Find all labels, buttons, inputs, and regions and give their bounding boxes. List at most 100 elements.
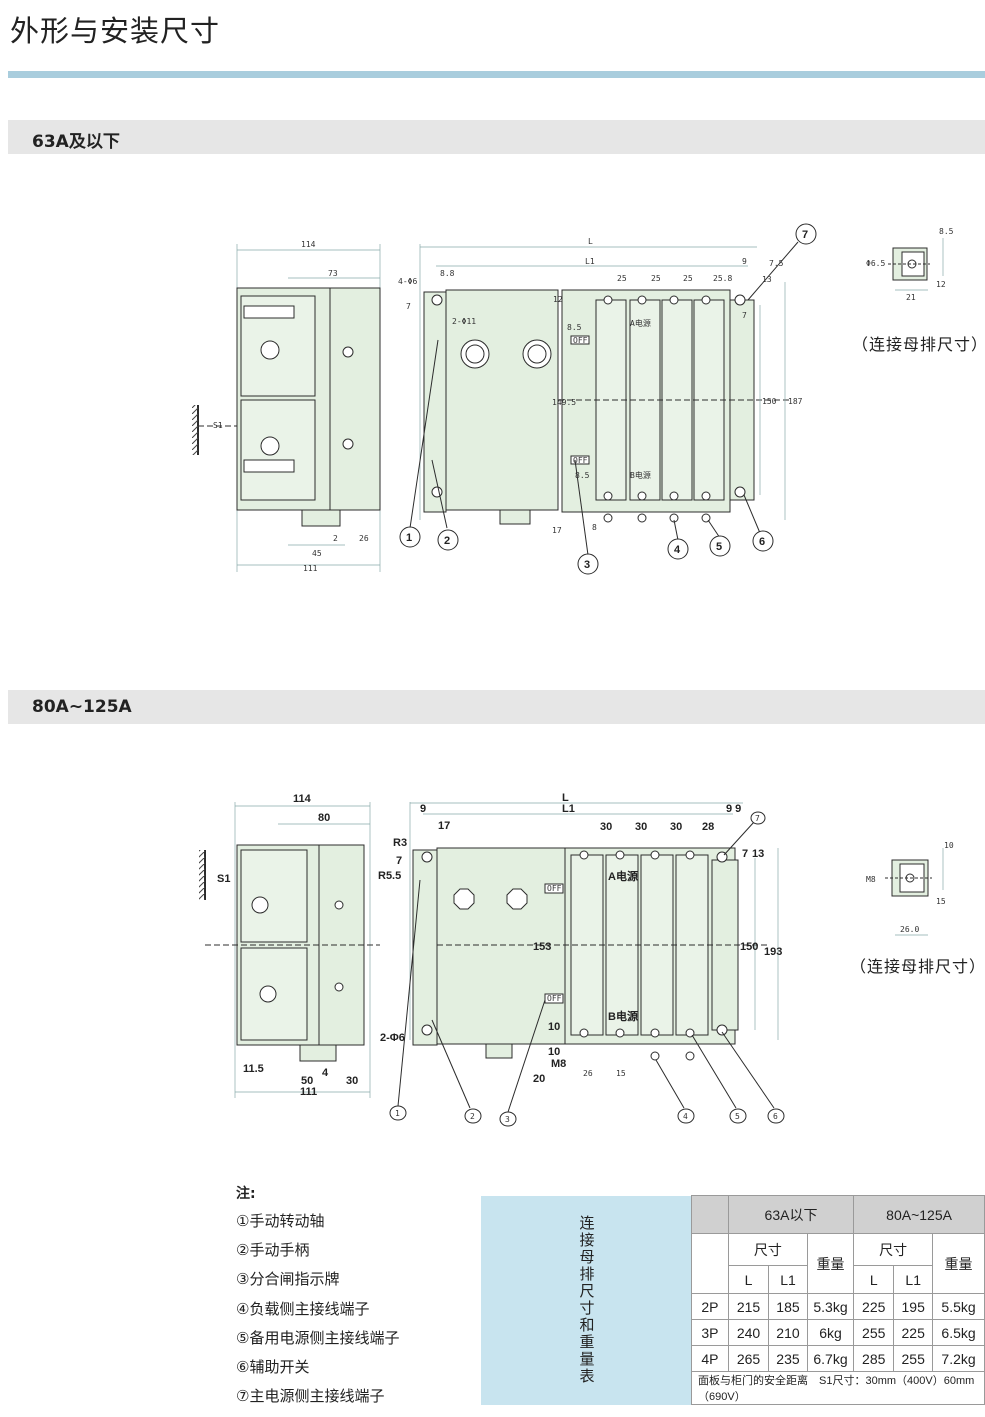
dim-80: 80 — [318, 812, 330, 824]
busbar-caption-2: （连接母排尺寸） — [850, 957, 985, 976]
table-footer: 面板与柜门的安全距离 S1尺寸：30mm（400V）60mm（690V） — [691, 1371, 985, 1405]
dim-10: 10 — [944, 841, 954, 850]
header-L: L — [853, 1265, 895, 1294]
dim-7: 7 — [742, 848, 748, 860]
dim-30: 30 — [635, 821, 647, 833]
dim-hole: 4-Φ6 — [398, 277, 417, 286]
dim-15: 15 — [616, 1069, 626, 1078]
label-off: OFF — [547, 884, 562, 893]
table-row: 4P 265 235 6.7kg 285 255 7.2kg — [481, 1345, 985, 1372]
dim-26.0: 26.0 — [900, 925, 919, 934]
dim-phi6.5: Φ6.5 — [866, 259, 885, 268]
drawing1-callouts — [399, 223, 817, 575]
dim-L: L — [562, 792, 569, 804]
dim-30: 30 — [346, 1075, 358, 1087]
dim-73: 73 — [328, 269, 338, 278]
callout-6: 6 — [759, 536, 765, 548]
callout-3: 3 — [505, 1115, 510, 1124]
dim-193: 193 — [764, 946, 782, 958]
dim-150: 150 — [740, 941, 758, 953]
dim-L: L — [588, 237, 593, 246]
dim-111: 111 — [300, 1086, 317, 1098]
dim-50: 50 — [301, 1075, 313, 1087]
header-size: 尺寸 — [853, 1233, 934, 1266]
callout-4: 4 — [674, 544, 681, 556]
page-title: 外形与安装尺寸 — [10, 14, 221, 48]
table-row: 3P 240 210 6kg 255 225 6.5kg — [481, 1319, 985, 1346]
dim-8.8: 8.8 — [440, 269, 455, 278]
dim-2: 2 — [333, 534, 338, 543]
drawing2-side-view — [199, 802, 380, 1098]
title-rule — [8, 71, 985, 78]
drawing2-busbar — [885, 848, 944, 936]
dim-114: 114 — [293, 793, 312, 805]
header-L1: L1 — [768, 1265, 808, 1294]
dim-15: 15 — [936, 897, 946, 906]
dim-8.5: 8.5 — [939, 227, 954, 236]
dim-r5.5: R5.5 — [378, 870, 401, 882]
notes-heading: 注: — [236, 1186, 256, 1202]
dim-13: 13 — [762, 275, 772, 284]
drawing1-front-view — [409, 241, 799, 556]
label-a-source: A电源 — [608, 869, 638, 883]
dim-hole: 2-Φ6 — [380, 1032, 405, 1044]
callout-4: 4 — [683, 1112, 688, 1121]
label-off: OFF — [573, 336, 588, 345]
dim-26: 26 — [359, 534, 369, 543]
header-L1: L1 — [893, 1265, 934, 1294]
note-item: ⑤备用电源侧主接线端子 — [236, 1328, 400, 1347]
dim-8: 8 — [592, 523, 597, 532]
callout-6: 6 — [773, 1112, 778, 1121]
section-title: 63A及以下 — [32, 132, 120, 152]
dim-s1: S1 — [213, 421, 223, 430]
dim-17: 17 — [438, 820, 450, 832]
dim-21: 21 — [906, 293, 916, 302]
dim-25: 25 — [617, 274, 627, 283]
header-weight: 重量 — [806, 1233, 855, 1294]
callout-3: 3 — [584, 559, 590, 571]
group-80-125a: 80A~125A — [853, 1195, 985, 1234]
dim-28: 28 — [702, 821, 714, 833]
dim-11.5: 11.5 — [243, 1063, 264, 1075]
dim-L1: L1 — [585, 257, 595, 266]
dim-r3: R3 — [393, 837, 407, 849]
note-item: ①手动转动轴 — [236, 1212, 325, 1230]
dim-114: 114 — [301, 240, 316, 249]
size-weight-table: 连接母排尺寸和重量表 63A以下 80A~125A 尺寸 重量 尺寸 重量 L … — [481, 1195, 985, 1405]
drawing2-front-view — [397, 802, 779, 1113]
note-item: ⑦主电源侧主接线端子 — [236, 1387, 385, 1406]
callout-5: 5 — [716, 541, 722, 553]
dim-s1: S1 — [217, 873, 230, 885]
dim-25: 25 — [651, 274, 661, 283]
note-item: ⑥辅助开关 — [236, 1357, 310, 1376]
notes: 注: ①手动转动轴 ②手动手柄 ③分合闸指示牌 ④负载侧主接线端子 ⑤备用电源侧… — [236, 1183, 399, 1411]
callout-5: 5 — [735, 1112, 740, 1121]
dim-30: 30 — [600, 821, 612, 833]
callout-1: 1 — [406, 532, 412, 544]
dim-7.5: 7.5 — [769, 259, 784, 268]
dim-9: 9 — [420, 803, 426, 815]
label-b-source: B电源 — [630, 470, 651, 480]
technical-drawings: 114 73 S1 45 2 26 111 — [192, 223, 954, 1127]
dim-8.5: 8.5 — [567, 323, 582, 332]
dim-hole2: 2-Φ11 — [452, 317, 476, 326]
note-item: ②手动手柄 — [236, 1241, 310, 1260]
dim-L1: L1 — [562, 803, 575, 815]
dim-45: 45 — [312, 549, 322, 558]
label-a-source: A电源 — [630, 318, 651, 328]
dim-9-9: 9 9 — [726, 803, 741, 815]
note-item: ③分合闸指示牌 — [236, 1270, 340, 1289]
dim-7: 7 — [406, 302, 411, 311]
dim-25: 25 — [683, 274, 693, 283]
label-off: OFF — [547, 994, 562, 1003]
dim-12: 12 — [936, 280, 946, 289]
header-size: 尺寸 — [727, 1233, 808, 1266]
dim-8.5: 8.5 — [575, 471, 590, 480]
dim-9: 9 — [742, 257, 747, 266]
callout-1: 1 — [395, 1109, 400, 1118]
callout-7: 7 — [755, 814, 760, 823]
callout-7: 7 — [802, 229, 808, 241]
header-weight: 重量 — [932, 1233, 985, 1294]
label-b-source: B电源 — [608, 1009, 638, 1023]
dim-17: 17 — [552, 526, 562, 535]
